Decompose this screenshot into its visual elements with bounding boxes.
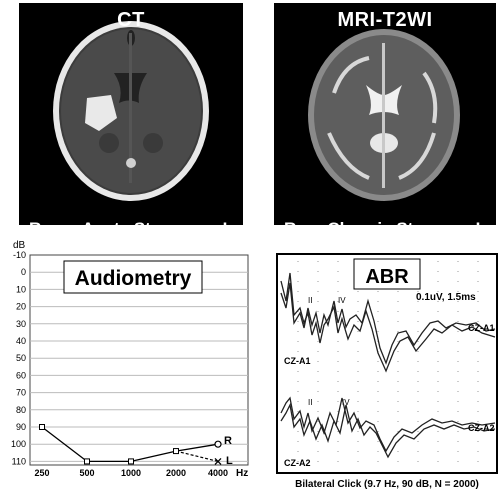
peak-ii-top: II bbox=[308, 296, 312, 305]
audiometry-series bbox=[39, 424, 222, 465]
audiometry-title-box bbox=[63, 260, 203, 294]
audiometry-y-tick: 90 bbox=[16, 422, 26, 432]
abr-scale-label: 0.1uV, 1.5ms bbox=[416, 292, 476, 303]
cz-a2-left-label: CZ-A2 bbox=[284, 458, 311, 468]
mri-brain-image bbox=[308, 29, 460, 201]
data-point-r bbox=[214, 440, 222, 448]
data-point-l bbox=[214, 457, 222, 465]
data-point bbox=[173, 448, 179, 455]
cz-a2-right-label: CZ-A2 bbox=[468, 423, 495, 433]
abr-title: ABR bbox=[365, 266, 409, 288]
audiometry-y-tick: 70 bbox=[16, 388, 26, 398]
ct-title: CT bbox=[117, 9, 145, 31]
mri-panel: MRI-T2WI R Chronic Stage L bbox=[274, 3, 496, 238]
audiometry-chart: dB -10 0 10 20 30 40 50 60 70 80 90 100 110 250 500 10… bbox=[11, 240, 249, 479]
legend-r-label: R bbox=[224, 435, 232, 447]
audiometry-y-tick: 30 bbox=[16, 319, 26, 329]
legend-l-label: L bbox=[226, 455, 233, 467]
ct-right-marker: R bbox=[29, 219, 42, 238]
audiometry-x-tick: 2000 bbox=[166, 468, 186, 478]
ct-brain-image bbox=[53, 21, 209, 201]
audiometry-y-tick: 10 bbox=[16, 284, 26, 294]
audiometry-x-tick: 1000 bbox=[121, 468, 141, 478]
audiometry-y-ticks: -10 0 10 20 30 40 50 60 70 80 90 100 110 bbox=[11, 250, 26, 466]
audiometry-x-tick: 500 bbox=[79, 468, 94, 478]
abr-caption: Bilateral Click (9.7 Hz, 90 dB, N = 2000… bbox=[295, 479, 479, 490]
audiometry-title: Audiometry bbox=[75, 267, 192, 290]
audiometry-y-tick: 110 bbox=[12, 456, 26, 466]
audiometry-y-unit: dB bbox=[13, 240, 26, 251]
audiometry-y-tick: 60 bbox=[16, 370, 26, 380]
peak-ii-bottom: II bbox=[308, 398, 312, 407]
audiometry-y-tick: 100 bbox=[11, 439, 26, 449]
audiometry-x-tick: 4000 bbox=[208, 468, 228, 478]
abr-title-box bbox=[353, 258, 421, 290]
ct-left-marker: L bbox=[222, 219, 233, 238]
audiometry-x-unit: Hz bbox=[236, 468, 248, 479]
data-point bbox=[84, 458, 90, 465]
mri-left-marker: L bbox=[475, 219, 486, 238]
data-point bbox=[39, 424, 45, 430]
cz-a1-left-label: CZ-A1 bbox=[284, 356, 311, 366]
mri-stage-label: Chronic Stage bbox=[327, 219, 443, 238]
abr-frame bbox=[276, 253, 498, 474]
abr-waveform-a1 bbox=[280, 272, 496, 373]
series-l-line bbox=[175, 450, 219, 462]
mri-right-marker: R bbox=[284, 219, 297, 238]
cz-a1-right-label: CZ-A1 bbox=[468, 323, 495, 333]
audiometry-y-tick: 0 bbox=[21, 267, 26, 277]
audiometry-y-tick: -10 bbox=[13, 250, 26, 260]
ct-stage-label: Acute Stage bbox=[81, 219, 181, 238]
peak-iv-top: IV bbox=[338, 296, 346, 305]
audiometry-y-tick: 80 bbox=[16, 405, 26, 415]
ct-panel: CT R Acute Stage L bbox=[19, 3, 243, 238]
audiometry-x-tick: 250 bbox=[34, 468, 49, 478]
data-point bbox=[128, 458, 134, 465]
peak-iv-bottom: IV bbox=[342, 398, 350, 407]
abr-panel: ABR 0.1uV, 1.5ms II IV CZ-A1 CZ-A1 II IV… bbox=[276, 253, 498, 490]
mri-title: MRI-T2WI bbox=[337, 9, 433, 31]
audiometry-x-ticks: 250 500 1000 2000 4000 bbox=[34, 468, 228, 478]
audiometry-y-tick: 20 bbox=[16, 302, 26, 312]
audiometry-y-tick: 40 bbox=[16, 336, 26, 346]
audiometry-y-tick: 50 bbox=[16, 353, 26, 363]
abr-waveform-a2 bbox=[280, 396, 496, 459]
